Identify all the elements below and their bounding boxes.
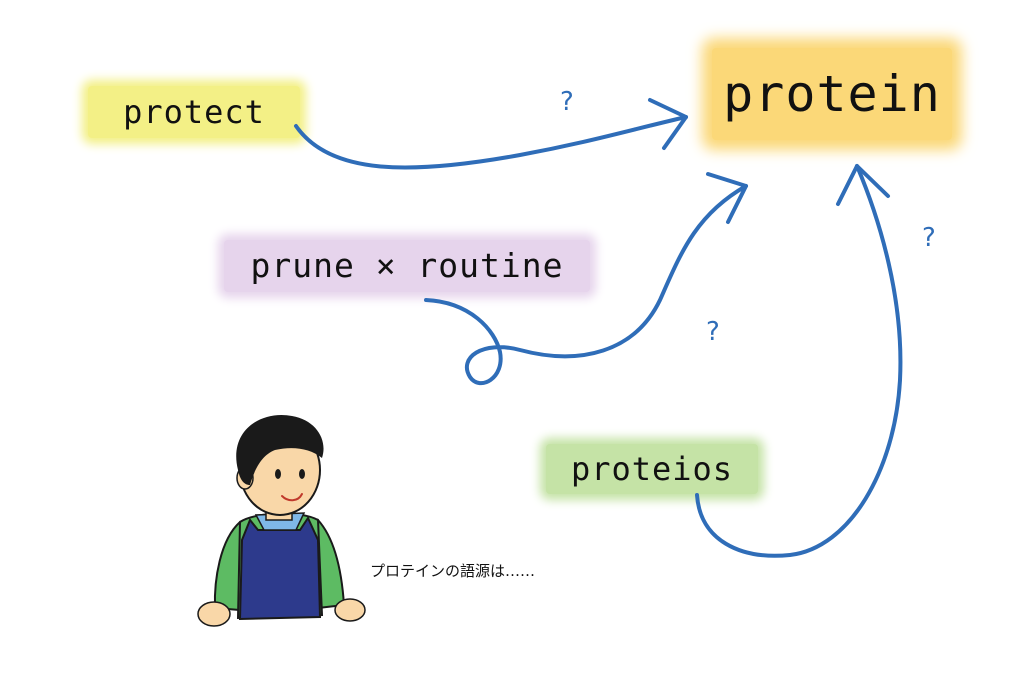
word-proteios: proteios bbox=[546, 444, 758, 494]
question-mark-2: ? bbox=[706, 317, 720, 347]
word-protect: protect bbox=[88, 86, 300, 138]
word-protein: protein bbox=[712, 48, 952, 140]
caption-text: プロテインの語源は…… bbox=[370, 562, 536, 580]
left-hand bbox=[197, 601, 231, 627]
eye-right bbox=[299, 469, 305, 479]
arrowhead-protect bbox=[648, 98, 688, 150]
arrow-proteios-to-protein bbox=[695, 164, 903, 558]
mouth bbox=[281, 493, 303, 502]
arrowhead-proteios bbox=[836, 164, 890, 206]
hair bbox=[236, 414, 324, 485]
person-illustration bbox=[197, 414, 366, 627]
arrow-protect-to-protein bbox=[294, 115, 688, 170]
question-mark-3: ? bbox=[922, 223, 936, 253]
word-prune-routine: prune × routine bbox=[224, 240, 590, 292]
arrow-prune-to-protein bbox=[424, 184, 748, 385]
right-hand bbox=[334, 598, 366, 622]
arrowhead-prune bbox=[706, 172, 748, 224]
apron bbox=[238, 515, 322, 621]
question-mark-1: ? bbox=[560, 87, 574, 117]
eye-left bbox=[275, 469, 281, 479]
